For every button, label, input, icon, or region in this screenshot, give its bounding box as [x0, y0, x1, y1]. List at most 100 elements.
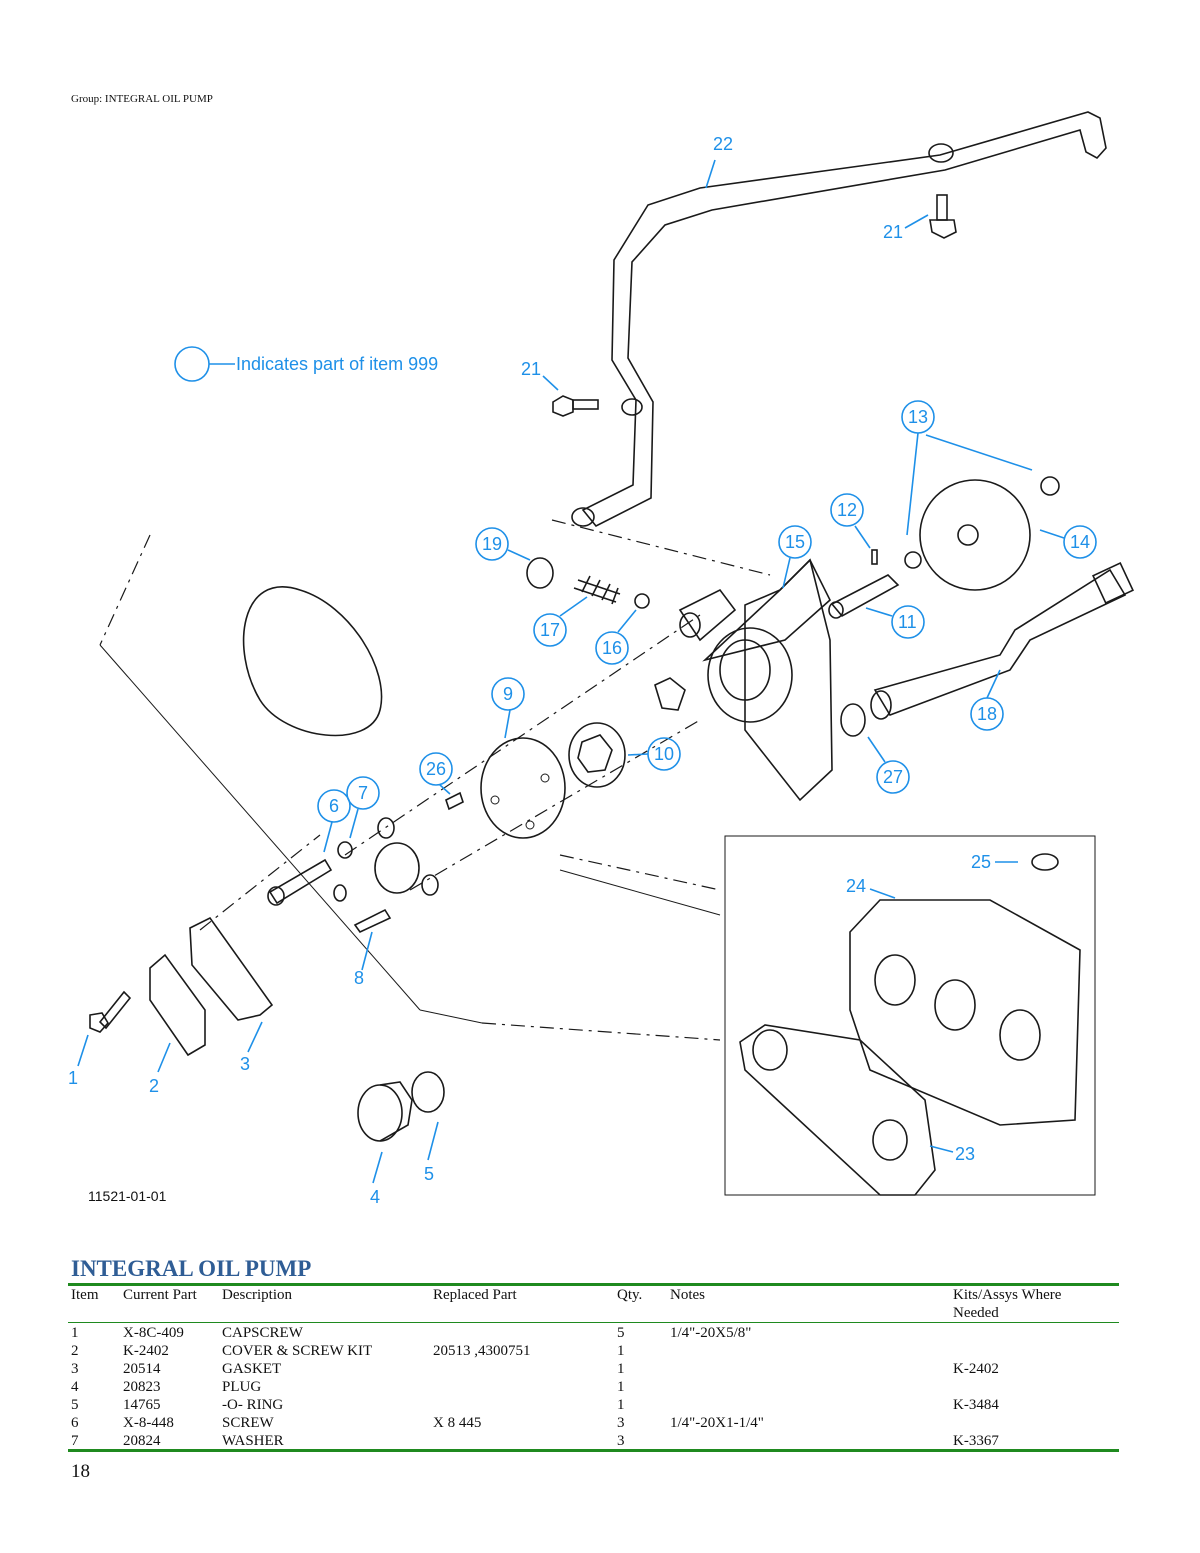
- callout-leaders: [77, 159, 1097, 1184]
- cell-qty: 3: [617, 1433, 625, 1449]
- callout-16: 16: [602, 638, 622, 658]
- cell-qty: 5: [617, 1325, 625, 1341]
- header-description: Description: [222, 1287, 292, 1303]
- cell-description: PLUG: [222, 1379, 262, 1395]
- header-kits-line2: Needed: [953, 1305, 999, 1321]
- cell-qty: 1: [617, 1343, 625, 1359]
- cell-current-part: 20824: [123, 1433, 161, 1449]
- cell-item: 2: [71, 1343, 79, 1359]
- bolt-lower-part: [552, 395, 599, 417]
- cell-replaced-part: X 8 445: [433, 1415, 482, 1431]
- callout-15: 15: [785, 532, 805, 552]
- engine-outline: [99, 519, 771, 1041]
- shaft-seal-part: [333, 817, 439, 902]
- cell-kits: K-3484: [953, 1397, 999, 1413]
- cell-qty: 3: [617, 1415, 625, 1431]
- header-current-part: Current Part: [123, 1287, 197, 1303]
- callout-27: 27: [883, 767, 903, 787]
- header-item: Item: [71, 1287, 99, 1303]
- callout-24: 24: [846, 876, 866, 896]
- cell-description: COVER & SCREW KIT: [222, 1343, 373, 1359]
- dowel-8-part: [353, 908, 392, 934]
- cell-qty: 1: [617, 1397, 625, 1413]
- screw-6-part: [267, 858, 333, 906]
- callout-6: 6: [329, 796, 339, 816]
- cell-qty: 1: [617, 1361, 625, 1377]
- cell-kits: K-2402: [953, 1361, 999, 1377]
- callout-9: 9: [503, 684, 513, 704]
- cell-current-part: 20823: [123, 1379, 161, 1395]
- callout-12: 12: [837, 500, 857, 520]
- washer-7-part: [337, 841, 353, 859]
- relief-valve-parts: [526, 557, 650, 609]
- callout-1: 1: [68, 1068, 78, 1088]
- callout-11: 11: [898, 612, 917, 632]
- cell-current-part: X-8-448: [123, 1415, 174, 1431]
- callout-19: 19: [482, 534, 502, 554]
- callout-25: 25: [971, 852, 991, 872]
- callout-7: 7: [358, 783, 368, 803]
- plug-part: [357, 1081, 413, 1142]
- callout-13: 13: [908, 407, 928, 427]
- cell-replaced-part: 20513 ,4300751: [433, 1343, 531, 1359]
- exploded-parts-diagram: 22 21 21 Indicates part of item 999 13 1…: [0, 110, 1200, 1220]
- cell-item: 1: [71, 1325, 79, 1341]
- pump-cover-part: [480, 737, 566, 839]
- cell-current-part: X-8C-409: [123, 1325, 184, 1341]
- callout-8: 8: [354, 968, 364, 988]
- cell-item: 5: [71, 1397, 79, 1413]
- idler-shaft-part: [828, 549, 900, 619]
- cell-description: CAPSCREW: [222, 1325, 303, 1341]
- o-ring-27-part: [840, 703, 866, 737]
- legend-text: Indicates part of item 999: [236, 354, 438, 374]
- callout-10: 10: [654, 744, 674, 764]
- capscrew-1-part: [89, 990, 132, 1033]
- callout-3: 3: [240, 1054, 250, 1074]
- o-ring-5-part: [411, 1071, 445, 1113]
- header-kits-line1: Kits/Assys Where: [953, 1287, 1062, 1303]
- group-label: Group: INTEGRAL OIL PUMP: [71, 93, 213, 105]
- drive-gear-part: [904, 476, 1060, 591]
- callout-26: 26: [426, 759, 446, 779]
- callout-14: 14: [1070, 532, 1090, 552]
- legend-circle: [174, 346, 235, 382]
- callout-21-upper: 21: [883, 222, 903, 242]
- inset-detail: [724, 835, 1096, 1196]
- figure-id: 11521-01-01: [88, 1188, 167, 1204]
- callout-18: 18: [977, 704, 997, 724]
- cell-item: 4: [71, 1379, 79, 1395]
- drive-shaft-part: [870, 562, 1134, 720]
- header-rule: [68, 1322, 1119, 1323]
- cell-item: 7: [71, 1433, 79, 1449]
- callout-2: 2: [149, 1076, 159, 1096]
- cover-plate-part: [149, 916, 274, 1057]
- cell-qty: 1: [617, 1379, 625, 1395]
- cell-current-part: 20514: [123, 1361, 161, 1377]
- cell-notes: 1/4"-20X5/8": [670, 1325, 752, 1341]
- cell-current-part: K-2402: [123, 1343, 169, 1359]
- cell-description: -O- RING: [222, 1397, 284, 1413]
- page-number: 18: [71, 1461, 90, 1482]
- pump-body-part: [678, 558, 833, 802]
- dowel-26-part: [445, 791, 464, 811]
- cell-kits: K-3367: [953, 1433, 999, 1449]
- cell-description: SCREW: [222, 1415, 274, 1431]
- table-bottom-rule: [68, 1449, 1119, 1452]
- bolt-upper-part: [929, 194, 957, 239]
- section-title: INTEGRAL OIL PUMP: [71, 1256, 312, 1281]
- rotor-set-part: [568, 677, 686, 788]
- callout-4: 4: [370, 1187, 380, 1207]
- oil-tube-part: [571, 111, 1107, 528]
- header-notes: Notes: [670, 1287, 705, 1303]
- cell-current-part: 14765: [123, 1397, 161, 1413]
- cell-description: GASKET: [222, 1361, 282, 1377]
- callout-5: 5: [424, 1164, 434, 1184]
- header-replaced-part: Replaced Part: [433, 1287, 517, 1303]
- callout-23: 23: [955, 1144, 975, 1164]
- title-rule: [68, 1283, 1119, 1286]
- callout-22: 22: [713, 134, 733, 154]
- callout-17: 17: [540, 620, 560, 640]
- cell-item: 6: [71, 1415, 79, 1431]
- cell-item: 3: [71, 1361, 79, 1377]
- cell-notes: 1/4"-20X1-1/4": [670, 1415, 764, 1431]
